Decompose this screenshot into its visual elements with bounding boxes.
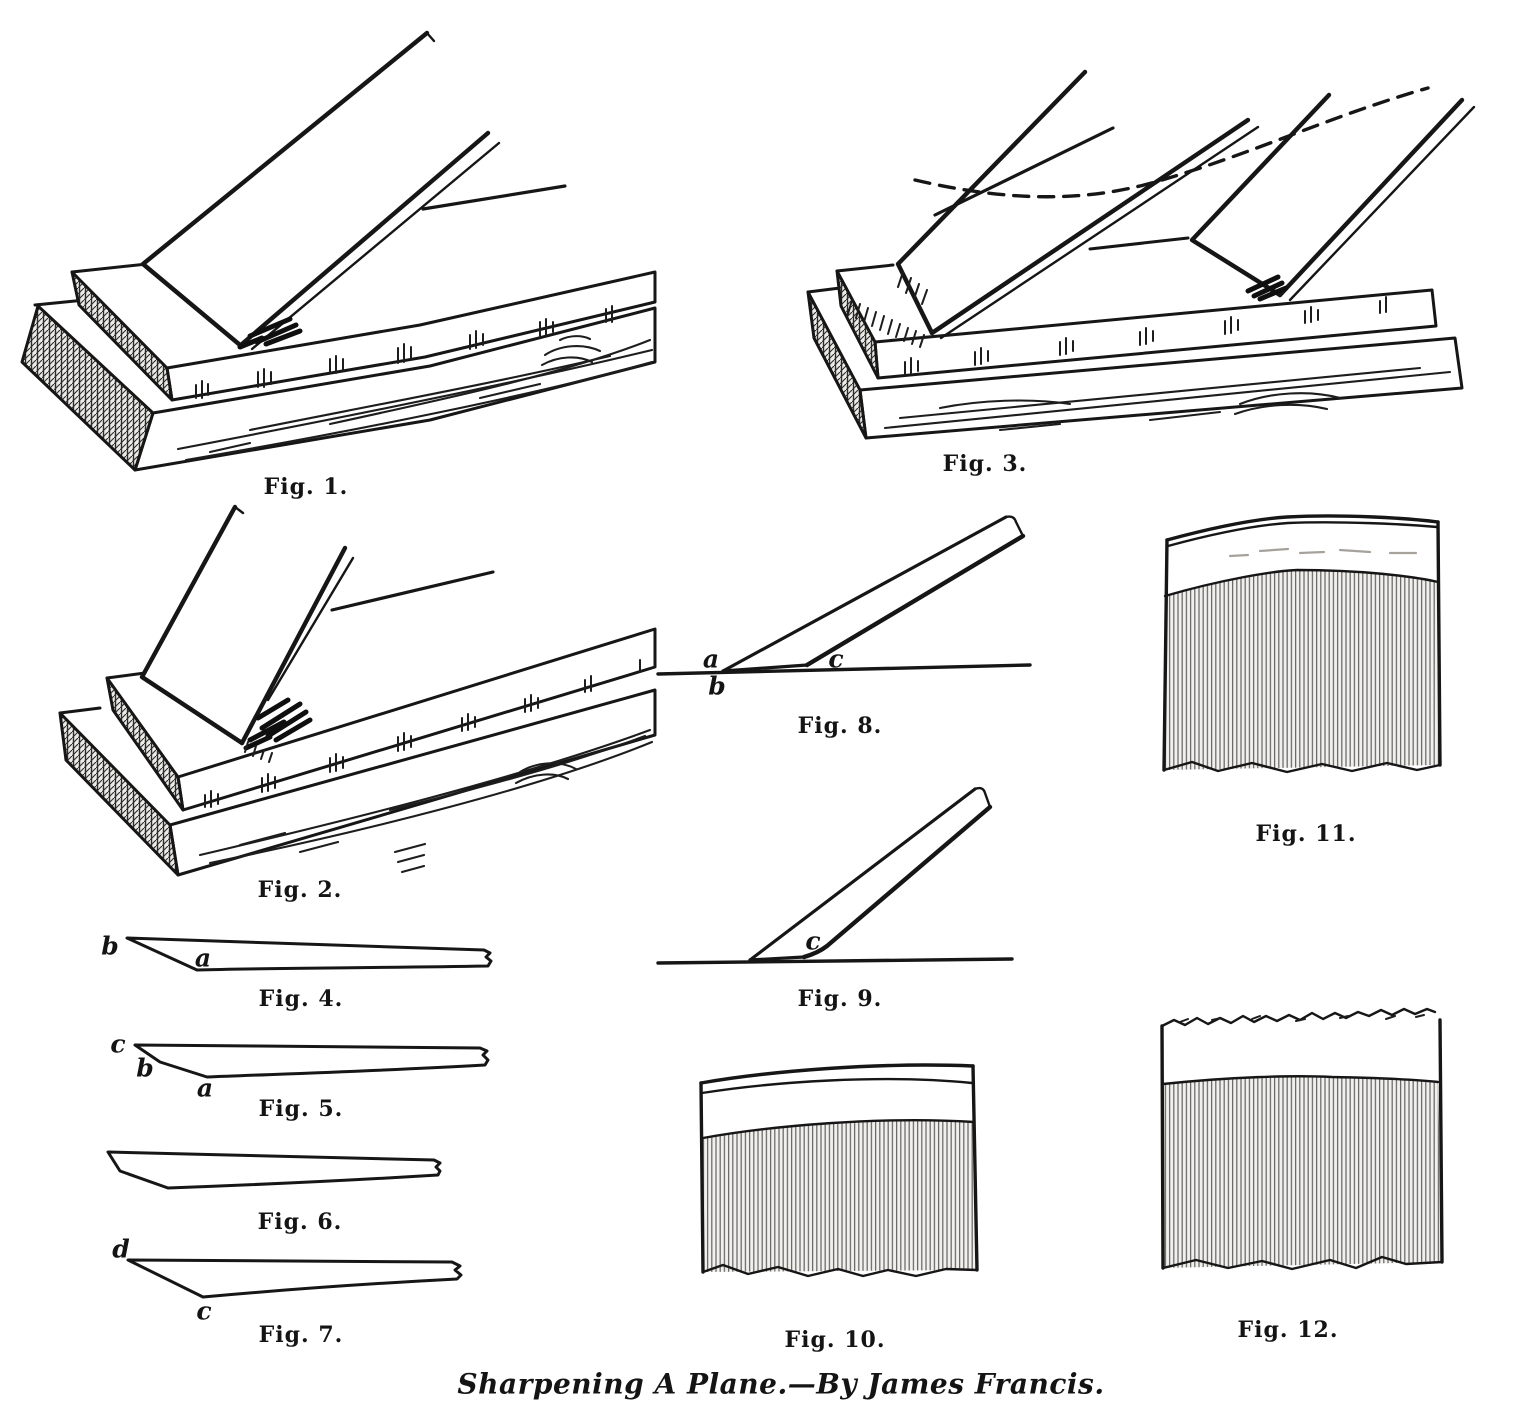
fig8-label-a: a — [702, 644, 720, 674]
fig9-label-c: c — [805, 926, 821, 956]
figure-9-caption: Fig. 9. — [797, 986, 883, 1012]
fig10-blade-face-view-drawing — [699, 1063, 979, 1278]
fig8-stone-surface-line — [656, 663, 1032, 676]
fig3-plane-iron-right-position — [1189, 92, 1476, 302]
fig2-iron-honed-on-bevel-drawing — [58, 504, 657, 877]
fig1-plane-iron — [140, 30, 567, 351]
fig1-iron-honed-flat-on-oilstone-drawing — [20, 30, 657, 472]
figure-7-caption: Fig. 7. — [258, 1322, 344, 1348]
fig7-blade-profile-long-thin-bevel-drawing — [126, 1258, 463, 1299]
fig7-label-d: d — [112, 1234, 130, 1264]
fig9-blade — [748, 786, 993, 962]
fig3-back-and-forth-stroke-drawing — [806, 69, 1476, 440]
fig8-label-c: c — [828, 644, 844, 674]
fig2-plane-iron — [139, 504, 495, 763]
fig4-blade-profile-correct-bevel-drawing — [125, 936, 493, 972]
fig11-blade-face-view-drawing — [1162, 514, 1442, 774]
figure-8-caption: Fig. 8. — [797, 713, 883, 739]
figure-1-caption: Fig. 1. — [263, 474, 349, 500]
fig3-stroke-path-dashed-arc — [913, 86, 1430, 199]
fig8-label-b: b — [708, 671, 726, 701]
fig5-blade-profile-double-bevel-drawing — [133, 1043, 490, 1079]
figure-3-caption: Fig. 3. — [942, 451, 1028, 477]
fig12-ragged-edge — [1160, 1007, 1437, 1028]
fig5-label-a: a — [196, 1073, 214, 1103]
figure-2-caption: Fig. 2. — [257, 877, 343, 903]
fig9-stone-surface-line — [656, 957, 1014, 965]
fig9-blade-steep-angle-on-stone-drawing — [656, 786, 1014, 965]
figure-4-caption: Fig. 4. — [258, 986, 344, 1012]
figure-5-caption: Fig. 5. — [258, 1096, 344, 1122]
fig12-blade-face-rough-edge-drawing — [1160, 1007, 1444, 1271]
fig7-label-c: c — [196, 1296, 212, 1326]
fig5-label-c: c — [110, 1029, 126, 1059]
fig4-label-b: b — [101, 931, 119, 961]
fig5-label-b: b — [136, 1053, 154, 1083]
fig4-label-a: a — [194, 943, 212, 973]
fig8-blade — [721, 515, 1026, 673]
plate-title: Sharpening A Plane.—By James Francis. — [457, 1367, 1105, 1401]
fig3-plane-iron-left-position — [847, 69, 1260, 348]
fig8-blade-low-angle-on-stone-drawing — [656, 515, 1032, 676]
figure-10-caption: Fig. 10. — [784, 1327, 886, 1353]
figure-6-caption: Fig. 6. — [257, 1209, 343, 1235]
figure-12-caption: Fig. 12. — [1237, 1317, 1339, 1343]
fig6-blade-profile-rounded-bevel-drawing — [106, 1150, 442, 1190]
figure-11-caption: Fig. 11. — [1255, 821, 1357, 847]
